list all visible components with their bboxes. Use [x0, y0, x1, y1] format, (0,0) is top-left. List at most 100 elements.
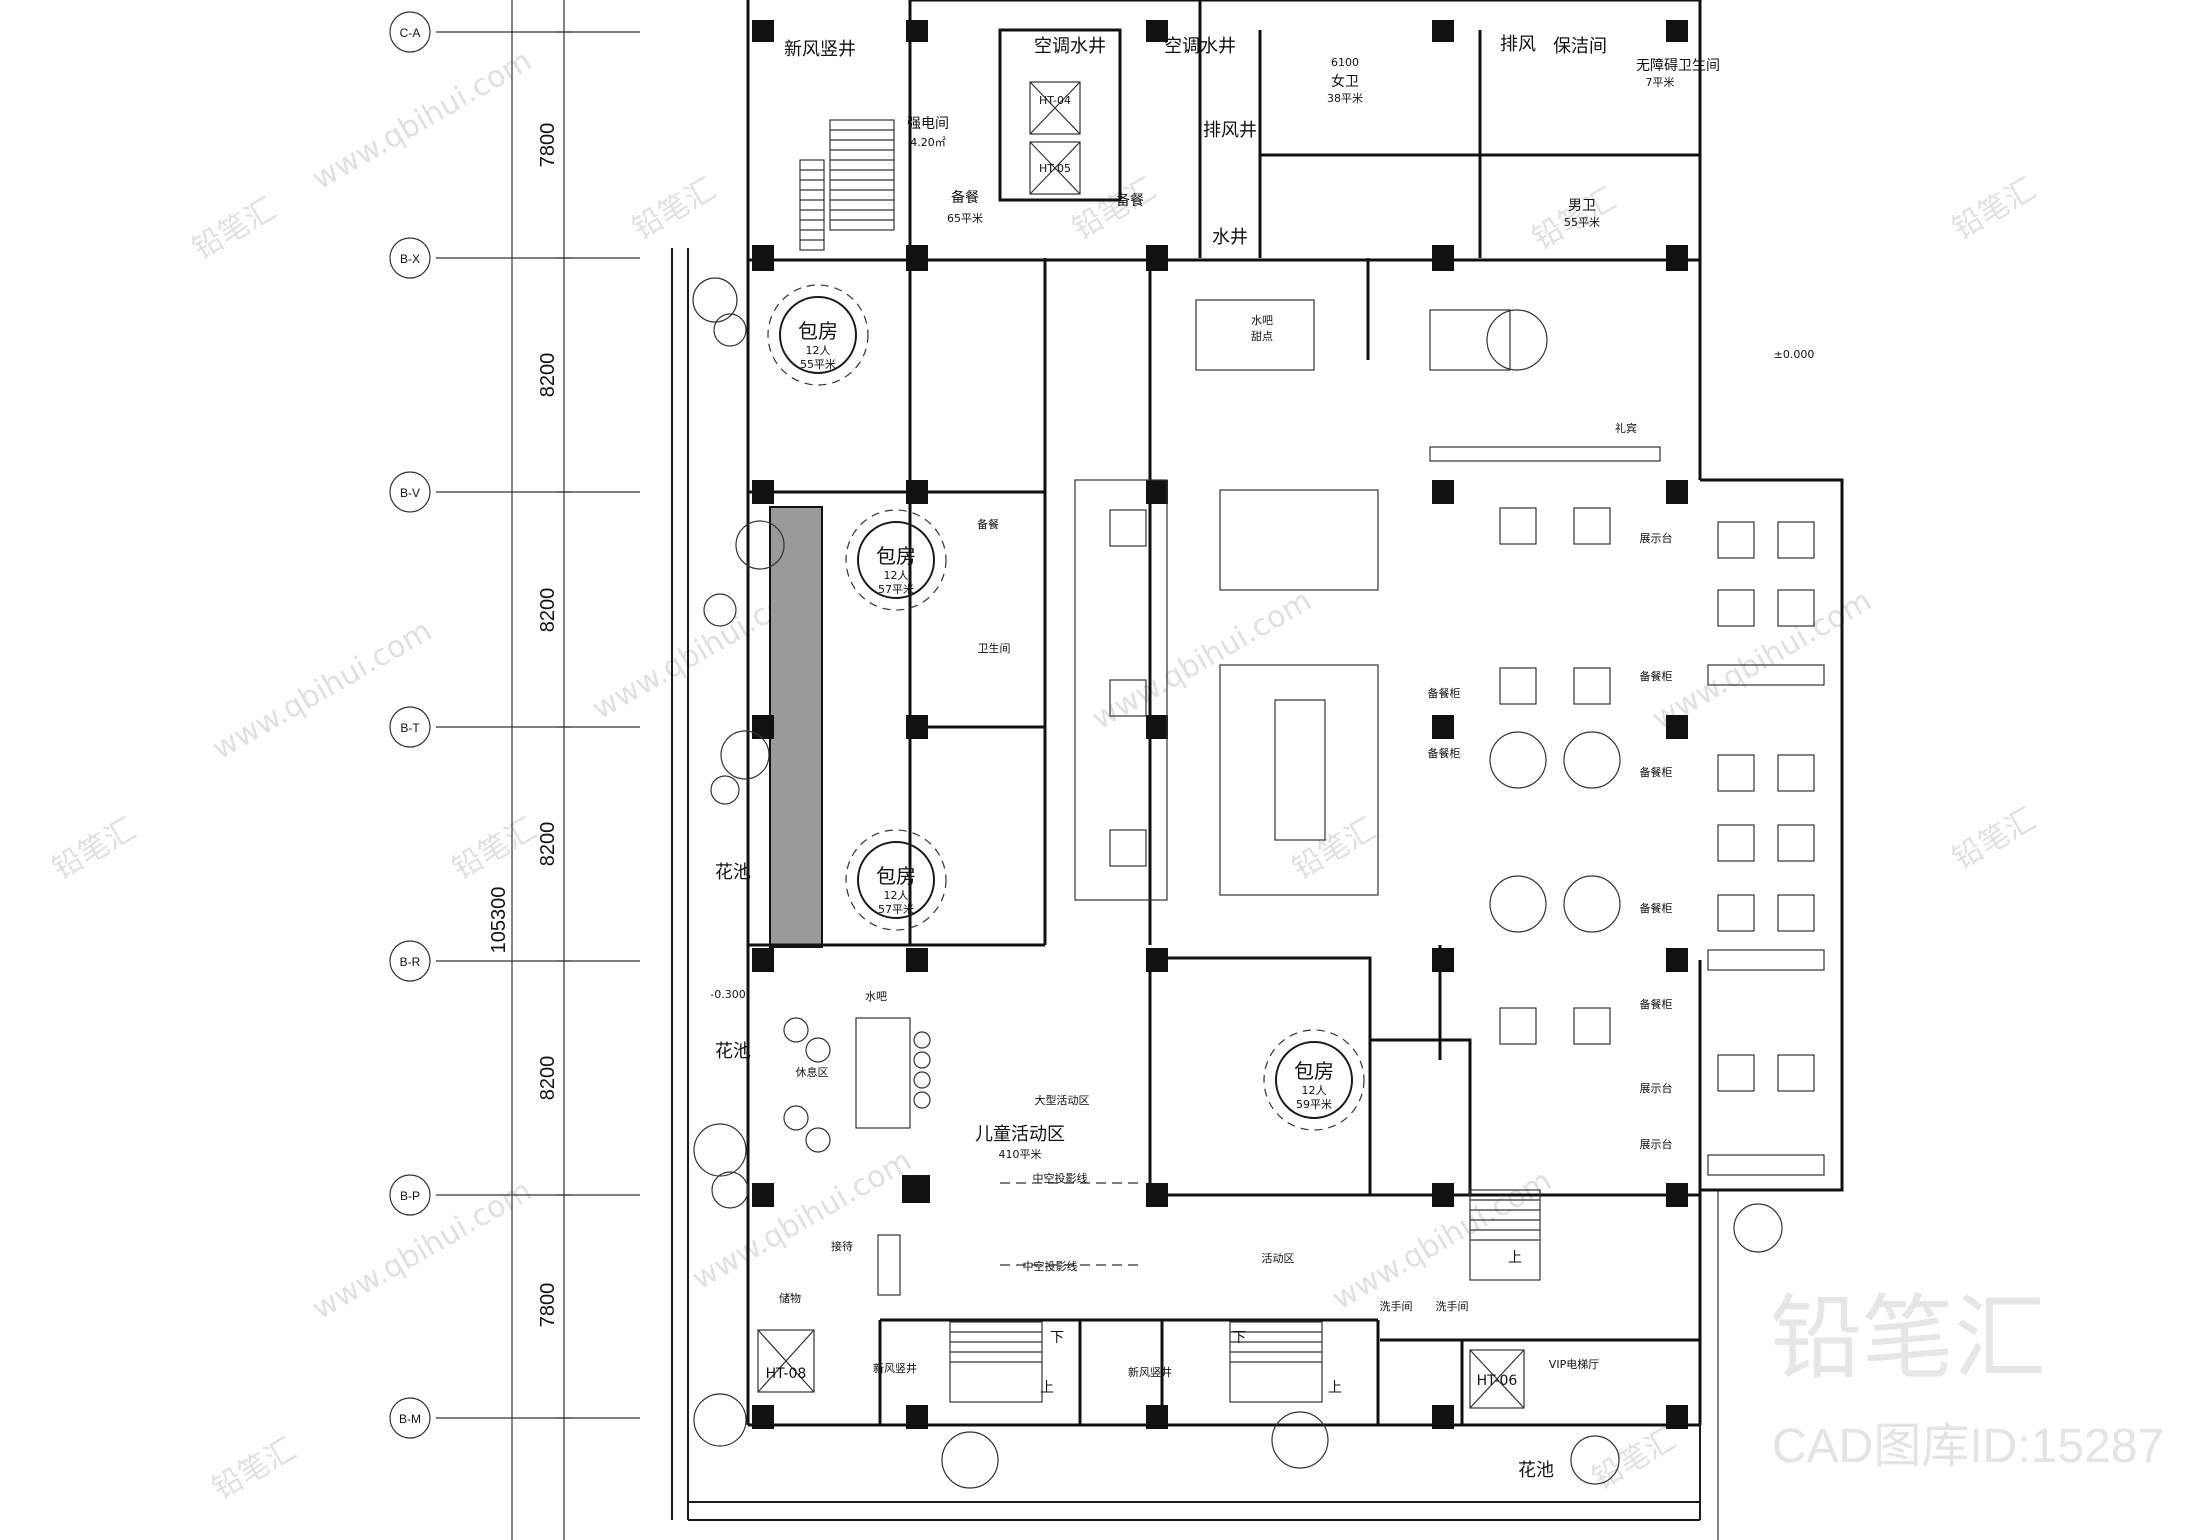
- dimension-span: 8200: [537, 353, 559, 398]
- watermark-brand: 铅笔汇: [207, 1432, 302, 1507]
- room-label: 大型活动区: [1035, 1093, 1090, 1107]
- room-label: 卫生间: [978, 641, 1011, 655]
- watermark-brand: 铅笔汇: [1067, 172, 1162, 247]
- room-label: 备餐柜: [1428, 746, 1461, 760]
- stair-direction: 下: [1232, 1330, 1246, 1346]
- room-label: 休息区: [796, 1065, 829, 1079]
- lift-shaft: [1029, 81, 1081, 135]
- lift-label: HT-06: [1477, 1373, 1518, 1389]
- round-tables: [767, 284, 1365, 1131]
- room-label: 备餐柜: [1640, 765, 1673, 779]
- room-label: 保洁间: [1553, 36, 1607, 57]
- stair-direction: 上: [1040, 1380, 1054, 1396]
- stair-direction: 上: [1328, 1380, 1342, 1396]
- room-label: 包房: [876, 864, 916, 888]
- room-capacity: 12人: [806, 344, 831, 357]
- room-label: 花池: [715, 1041, 751, 1062]
- level-mark: -0.300: [710, 988, 745, 1001]
- watermark-brand: 铅笔汇: [627, 172, 722, 247]
- dimension-span: 7800: [537, 123, 559, 168]
- room-label: 展示台: [1640, 1137, 1673, 1151]
- axis-label: B-P: [400, 1189, 420, 1203]
- room-label: 新风竖井: [873, 1361, 917, 1375]
- lift-label: HT-04: [1039, 94, 1071, 107]
- room-label: 包房: [1294, 1059, 1334, 1083]
- dimension-span: 8200: [537, 822, 559, 867]
- axis-label: B-T: [400, 721, 420, 735]
- axis-label: B-V: [400, 486, 420, 500]
- room-label: 强电间: [907, 116, 949, 132]
- watermark-url: www.qbihui.com: [1087, 583, 1318, 737]
- room-label: 空调水井: [1034, 36, 1106, 57]
- room-area: 4.20㎡: [910, 136, 946, 149]
- dimension-span: 8200: [537, 588, 559, 633]
- room-label: 花池: [1518, 1460, 1554, 1481]
- dimension-total: 105300: [488, 887, 510, 954]
- dining-furniture: [1074, 299, 1825, 1176]
- level-mark: ±0.000: [1774, 348, 1815, 361]
- watermark-brand: 铅笔汇: [1947, 802, 2042, 877]
- room-label: 空调水井: [1164, 36, 1236, 57]
- room-label: 甜点: [1251, 330, 1273, 343]
- room-area: 7平米: [1646, 76, 1675, 89]
- axis-label: B-M: [399, 1412, 421, 1426]
- room-label: 备餐: [977, 517, 999, 531]
- watermark-logo-text: 铅笔汇: [1770, 1285, 2046, 1392]
- room-label: 水吧: [1251, 314, 1273, 327]
- watermark-brand: 铅笔汇: [447, 812, 542, 887]
- room-label: 备餐柜: [1640, 997, 1673, 1011]
- stair-direction: 上: [1508, 1250, 1522, 1266]
- watermark-logo: 铅笔汇 CAD图库ID:15287: [1770, 1285, 2164, 1473]
- watermark-brand: 铅笔汇: [1287, 812, 1382, 887]
- room-area: 55平米: [800, 358, 836, 371]
- annotation: 中空投影线: [1023, 1259, 1078, 1273]
- room-label: 备餐: [1116, 192, 1144, 209]
- lift-shaft: [1029, 141, 1081, 195]
- room-label: 洗手间: [1380, 1299, 1413, 1313]
- room-label: 水井: [1212, 227, 1248, 248]
- lift-shaft: [757, 1329, 815, 1393]
- room-capacity: 12人: [1302, 1084, 1327, 1097]
- annotation: 中空投影线: [1033, 1171, 1088, 1185]
- room-label: 备餐: [951, 189, 979, 206]
- room-label: 男卫: [1568, 198, 1596, 214]
- room-area: 59平米: [1296, 1098, 1332, 1111]
- trees: [692, 277, 1783, 1489]
- room-area: 57平米: [878, 583, 914, 596]
- room-label: 排风井: [1203, 120, 1257, 141]
- room-label: 儿童活动区: [975, 1124, 1065, 1145]
- room-label: 接待: [831, 1239, 853, 1253]
- axis-label: B-R: [400, 955, 421, 969]
- watermark-url: www.qbihui.com: [207, 613, 438, 767]
- room-area: 38平米: [1327, 92, 1363, 105]
- room-label: 礼宾: [1615, 421, 1637, 435]
- room-label: 活动区: [1262, 1252, 1295, 1265]
- room-capacity: 12人: [884, 569, 909, 582]
- room-labels: 新风竖井 空调水井 空调水井 排风井 水井 排风 保洁间 无障碍卫生间 7平米 …: [710, 34, 1814, 1481]
- kids-area-furniture: [783, 1017, 1140, 1296]
- room-label: 储物: [779, 1291, 801, 1305]
- dimension-span: 7800: [537, 1283, 559, 1328]
- axis-grid: C-A B-X B-V B-T B-R B-P B-M: [389, 11, 640, 1439]
- room-label: 水吧: [865, 990, 887, 1003]
- watermark-url: www.qbihui.com: [307, 43, 538, 197]
- stair-direction: 下: [1050, 1330, 1064, 1346]
- watermark-brand: 铅笔汇: [1587, 1422, 1682, 1497]
- lift-label: HT-05: [1039, 162, 1071, 175]
- room-area: 57平米: [878, 903, 914, 916]
- room-label: 洗手间: [1436, 1299, 1469, 1313]
- dimension-lines: 7800 8200 8200 8200 8200 7800 105300: [488, 0, 572, 1540]
- room-label: VIP电梯厅: [1549, 1358, 1599, 1371]
- axis-label: B-X: [400, 252, 420, 266]
- room-label: 女卫: [1331, 73, 1359, 90]
- room-capacity: 12人: [884, 889, 909, 902]
- room-area: 410平米: [999, 1148, 1042, 1161]
- watermark-url: www.qbihui.com: [687, 1143, 918, 1297]
- structural-columns: [752, 20, 1688, 1429]
- room-label: 新风竖井: [784, 39, 856, 60]
- watermark-brand: 铅笔汇: [47, 812, 142, 887]
- watermark-id: CAD图库ID:15287: [1772, 1420, 2164, 1473]
- room-label: 包房: [798, 319, 838, 343]
- axis-label: C-A: [400, 26, 421, 40]
